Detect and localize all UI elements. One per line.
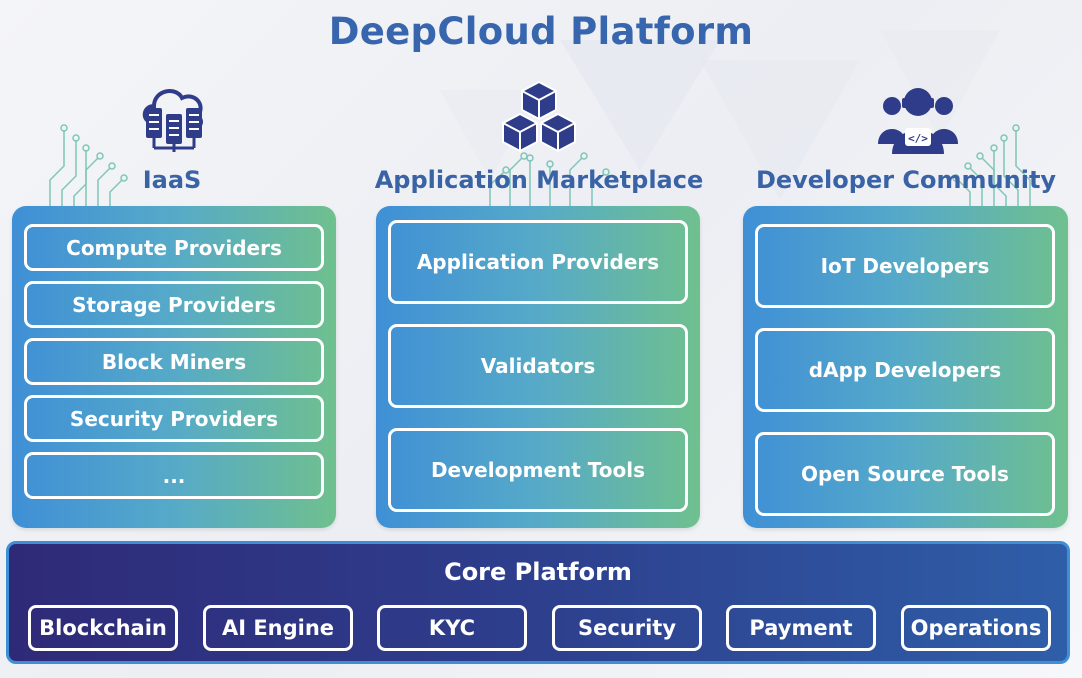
marketplace-item: Development Tools [388, 428, 688, 512]
column-title-application-marketplace: Application Marketplace [374, 166, 704, 194]
panel-iaas: Compute Providers Storage Providers Bloc… [12, 206, 336, 528]
cloud-servers-icon [142, 89, 203, 152]
marketplace-item: Validators [388, 324, 688, 408]
core-platform-panel: Core Platform Blockchain AI Engine KYC S… [6, 541, 1070, 664]
cubes-icon [502, 80, 576, 153]
core-item-ai-engine: AI Engine [203, 605, 353, 651]
developer-team-icon: </> [878, 88, 958, 154]
developer-item: IoT Developers [755, 224, 1055, 308]
core-item-operations: Operations [901, 605, 1051, 651]
svg-text:</>: </> [908, 132, 928, 145]
core-item-blockchain: Blockchain [28, 605, 178, 651]
core-platform-title: Core Platform [444, 558, 632, 586]
marketplace-item: Application Providers [388, 220, 688, 304]
core-item-security: Security [552, 605, 702, 651]
developer-item: Open Source Tools [755, 432, 1055, 516]
iaas-item: Security Providers [24, 395, 324, 442]
page-title: DeepCloud Platform [328, 10, 754, 53]
core-item-payment: Payment [726, 605, 876, 651]
iaas-item: ... [24, 452, 324, 499]
column-title-developer-community: Developer Community [755, 166, 1057, 194]
core-item-kyc: KYC [377, 605, 527, 651]
iaas-item: Compute Providers [24, 224, 324, 271]
developer-item: dApp Developers [755, 328, 1055, 412]
panel-developer-community: IoT Developers dApp Developers Open Sour… [743, 206, 1068, 528]
column-title-iaas: IaaS [142, 166, 202, 194]
circuit-decoration-right [952, 124, 1031, 210]
circuit-decoration-left [49, 124, 128, 210]
iaas-item: Block Miners [24, 338, 324, 385]
panel-application-marketplace: Application Providers Validators Develop… [376, 206, 700, 528]
circuit-decoration-middle [489, 152, 610, 210]
iaas-item: Storage Providers [24, 281, 324, 328]
